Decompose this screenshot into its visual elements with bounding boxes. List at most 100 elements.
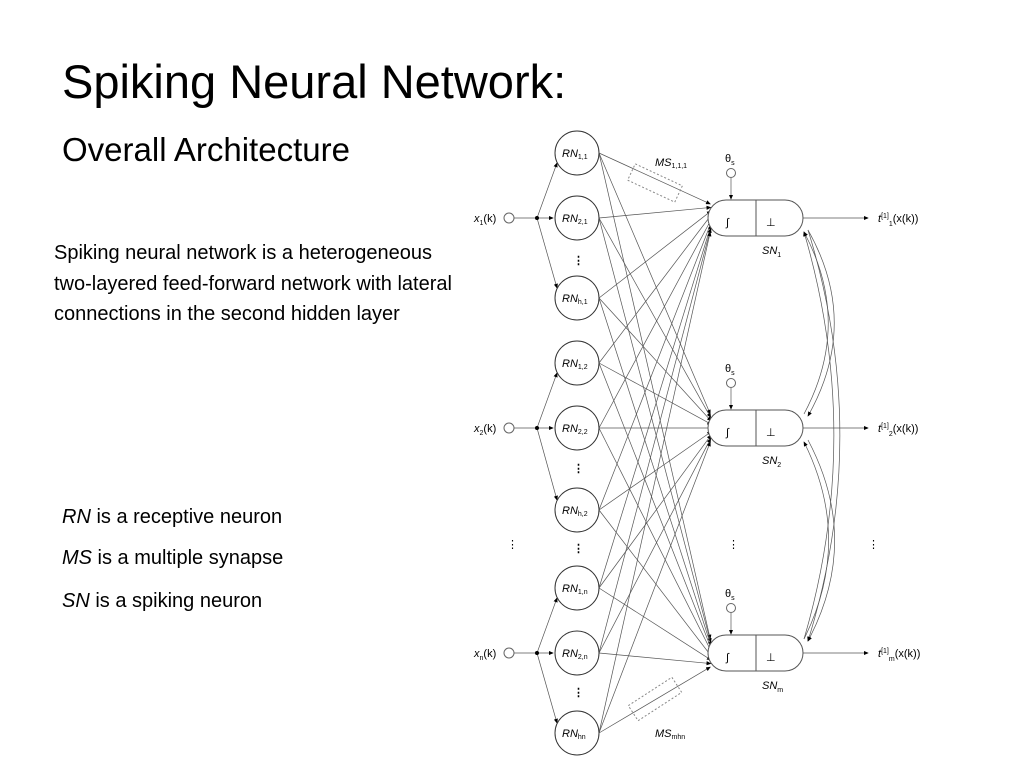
theta-label: θs (725, 153, 735, 167)
sn-label: SN1 (762, 245, 781, 259)
receptive-neuron (554, 195, 600, 241)
input-tail: (k) (483, 648, 496, 660)
rn-sub: 1,n (578, 589, 588, 596)
receptive-neuron (554, 275, 600, 321)
vdots-icon: ⋮ (573, 543, 584, 555)
rn-label: RN1,2 (562, 358, 588, 371)
synapse-connection (598, 220, 712, 511)
synapse-connection (598, 217, 712, 419)
out-tail: (x(k)) (893, 423, 919, 435)
ms-label: MSmhn (655, 728, 685, 741)
ms-sub: mhn (672, 734, 686, 741)
theta: θ (725, 588, 731, 600)
theta-sub: s (731, 595, 735, 602)
out-name: t (878, 423, 882, 435)
theta-label: θs (725, 363, 735, 377)
rn-label: RN1,n (562, 583, 588, 596)
definition-text: is a receptive neuron (90, 506, 283, 528)
threshold-input-node (726, 168, 736, 178)
synapse-connection (598, 441, 711, 734)
definition-text: is a spiking neuron (89, 590, 263, 612)
ms-sub: 1,1,1 (672, 163, 688, 170)
synapse-connection (598, 152, 711, 205)
out-name: t (878, 213, 882, 225)
synapse-connection (598, 297, 712, 422)
rn-sub: 2,n (578, 654, 588, 661)
input-node (503, 647, 515, 659)
junction-dot (535, 426, 539, 430)
rn-label: RN2,2 (562, 423, 588, 436)
sn-sub: 2 (777, 462, 781, 469)
definition-rn: RN is a receptive neuron (62, 506, 282, 529)
input-branch (536, 162, 558, 219)
rn-sub: 2,2 (578, 429, 588, 436)
vdots-icon: ⋮ (507, 539, 518, 551)
rn-name: RN (562, 293, 578, 305)
integrator-icon: ∫ (725, 217, 730, 229)
rn-sub: h,2 (578, 511, 588, 518)
receptive-neuron (554, 710, 600, 756)
vdots-icon: ⋮ (573, 463, 584, 475)
input-sub: n (480, 655, 484, 662)
synapse-connection (598, 431, 713, 511)
sn-name: SN (762, 680, 777, 692)
definition-term: MS (62, 547, 92, 569)
theta-label: θs (725, 588, 735, 602)
input-name: x (473, 213, 480, 225)
synapse-connection (598, 362, 712, 651)
input-label-1: x2(k) (473, 423, 496, 437)
output-label: t[1]m(x(k)) (878, 648, 920, 663)
out-sub: m (889, 656, 895, 663)
rn-label: RN2,n (562, 648, 588, 661)
out-name: t (878, 648, 882, 660)
integrator-icon: ∫ (725, 652, 730, 664)
integrator-icon: ∫ (725, 427, 730, 439)
synapse-connection (598, 362, 713, 425)
input-name: x (473, 648, 480, 660)
input-label-2: xn(k) (473, 648, 496, 662)
synapse-connection (598, 224, 712, 589)
input-label-0: x1(k) (473, 213, 496, 227)
input-name: x (473, 423, 480, 435)
output-label: t[1]2(x(k)) (878, 423, 918, 438)
description-text: Spiking neural network is a heterogeneou… (54, 242, 452, 325)
output-label: t[1]1(x(k)) (878, 213, 918, 228)
ms-name: MS (655, 728, 672, 740)
input-tail: (k) (483, 423, 496, 435)
synapse-connection (598, 509, 712, 658)
synapse-connection (598, 587, 712, 661)
rn-label: RNhn (562, 728, 586, 741)
vdots-icon: ⋮ (573, 687, 584, 699)
input-sub: 1 (480, 220, 484, 227)
threshold-input-node (726, 603, 736, 613)
definition-term: SN (62, 590, 90, 612)
synapse-connection (598, 231, 712, 734)
receptive-neuron (554, 405, 600, 451)
threshold-icon: ⊥ (766, 652, 776, 664)
theta-sub: s (731, 370, 735, 377)
ms-name: MS (655, 157, 672, 169)
rn-sub: 1,2 (578, 364, 588, 371)
sn-sub: 1 (777, 252, 781, 259)
input-branch (536, 372, 558, 429)
sn-label: SNm (762, 680, 783, 694)
lateral-connection (807, 439, 835, 642)
synapse-connection (598, 152, 712, 640)
synapse-connection (598, 297, 712, 647)
synapse-connection (598, 217, 713, 429)
lateral-connection (803, 231, 835, 640)
slide-title: Spiking Neural Network: (62, 55, 567, 108)
lateral-connection (807, 229, 841, 642)
theta: θ (725, 363, 731, 375)
out-sub: 1 (889, 221, 893, 228)
input-node (503, 422, 515, 434)
vdots-icon: ⋮ (868, 539, 879, 551)
synapse-connection (598, 217, 712, 644)
receptive-neuron (554, 130, 600, 176)
ms-label: MS1,1,1 (655, 157, 687, 170)
synapse-connection (598, 437, 712, 654)
rn-name: RN (562, 505, 578, 517)
lateral-connection (807, 229, 835, 417)
